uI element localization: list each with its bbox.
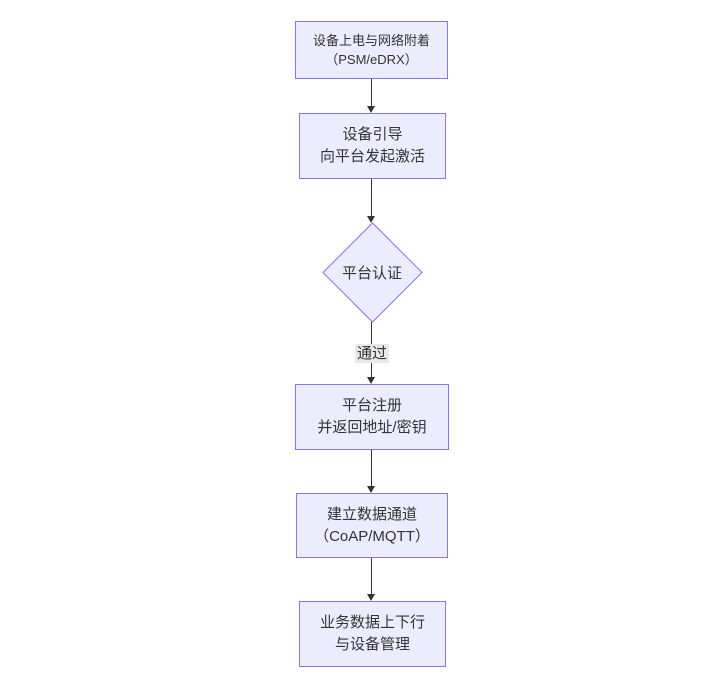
node-label-line: 与设备管理 [334,636,410,653]
node-data-channel: 建立数据通道 （CoAP/MQTT） [296,493,448,558]
node-label-line: （CoAP/MQTT） [314,527,430,545]
arrow-line [371,558,372,594]
arrowhead-icon [367,216,375,223]
node-platform-register: 平台注册 并返回地址/密钥 [295,384,449,450]
node-device-bootstrap: 设备引导 向平台发起激活 [299,113,446,179]
arrowhead-icon [367,486,375,493]
node-label-line: 向平台发起激活 [319,148,425,165]
node-label-line: 设备引导 [342,126,403,143]
node-label-line: 平台注册 [341,397,402,414]
arrow-line [371,79,372,106]
node-label-line: 设备上电与网络附着 [312,33,430,48]
arrowhead-icon [367,377,375,384]
node-business-data: 业务数据上下行 与设备管理 [299,601,446,667]
edge-label-text: 通过 [356,345,388,362]
arrow-line [371,450,372,486]
arrowhead-icon [367,594,375,601]
node-label-line: （PSM/eDRX） [325,52,418,67]
edge-label-pass: 通过 [354,344,390,363]
node-label-line: 并返回地址/密钥 [317,419,427,436]
node-label-line: 建立数据通道 [326,505,417,523]
node-label-line: 业务数据上下行 [319,614,425,631]
node-power-network-attach: 设备上电与网络附着 （PSM/eDRX） [295,21,448,79]
arrowhead-icon [367,106,375,113]
node-label-line: 平台认证 [341,264,402,282]
arrow-line [371,179,372,216]
node-platform-auth-decision: 平台认证 [321,221,423,323]
